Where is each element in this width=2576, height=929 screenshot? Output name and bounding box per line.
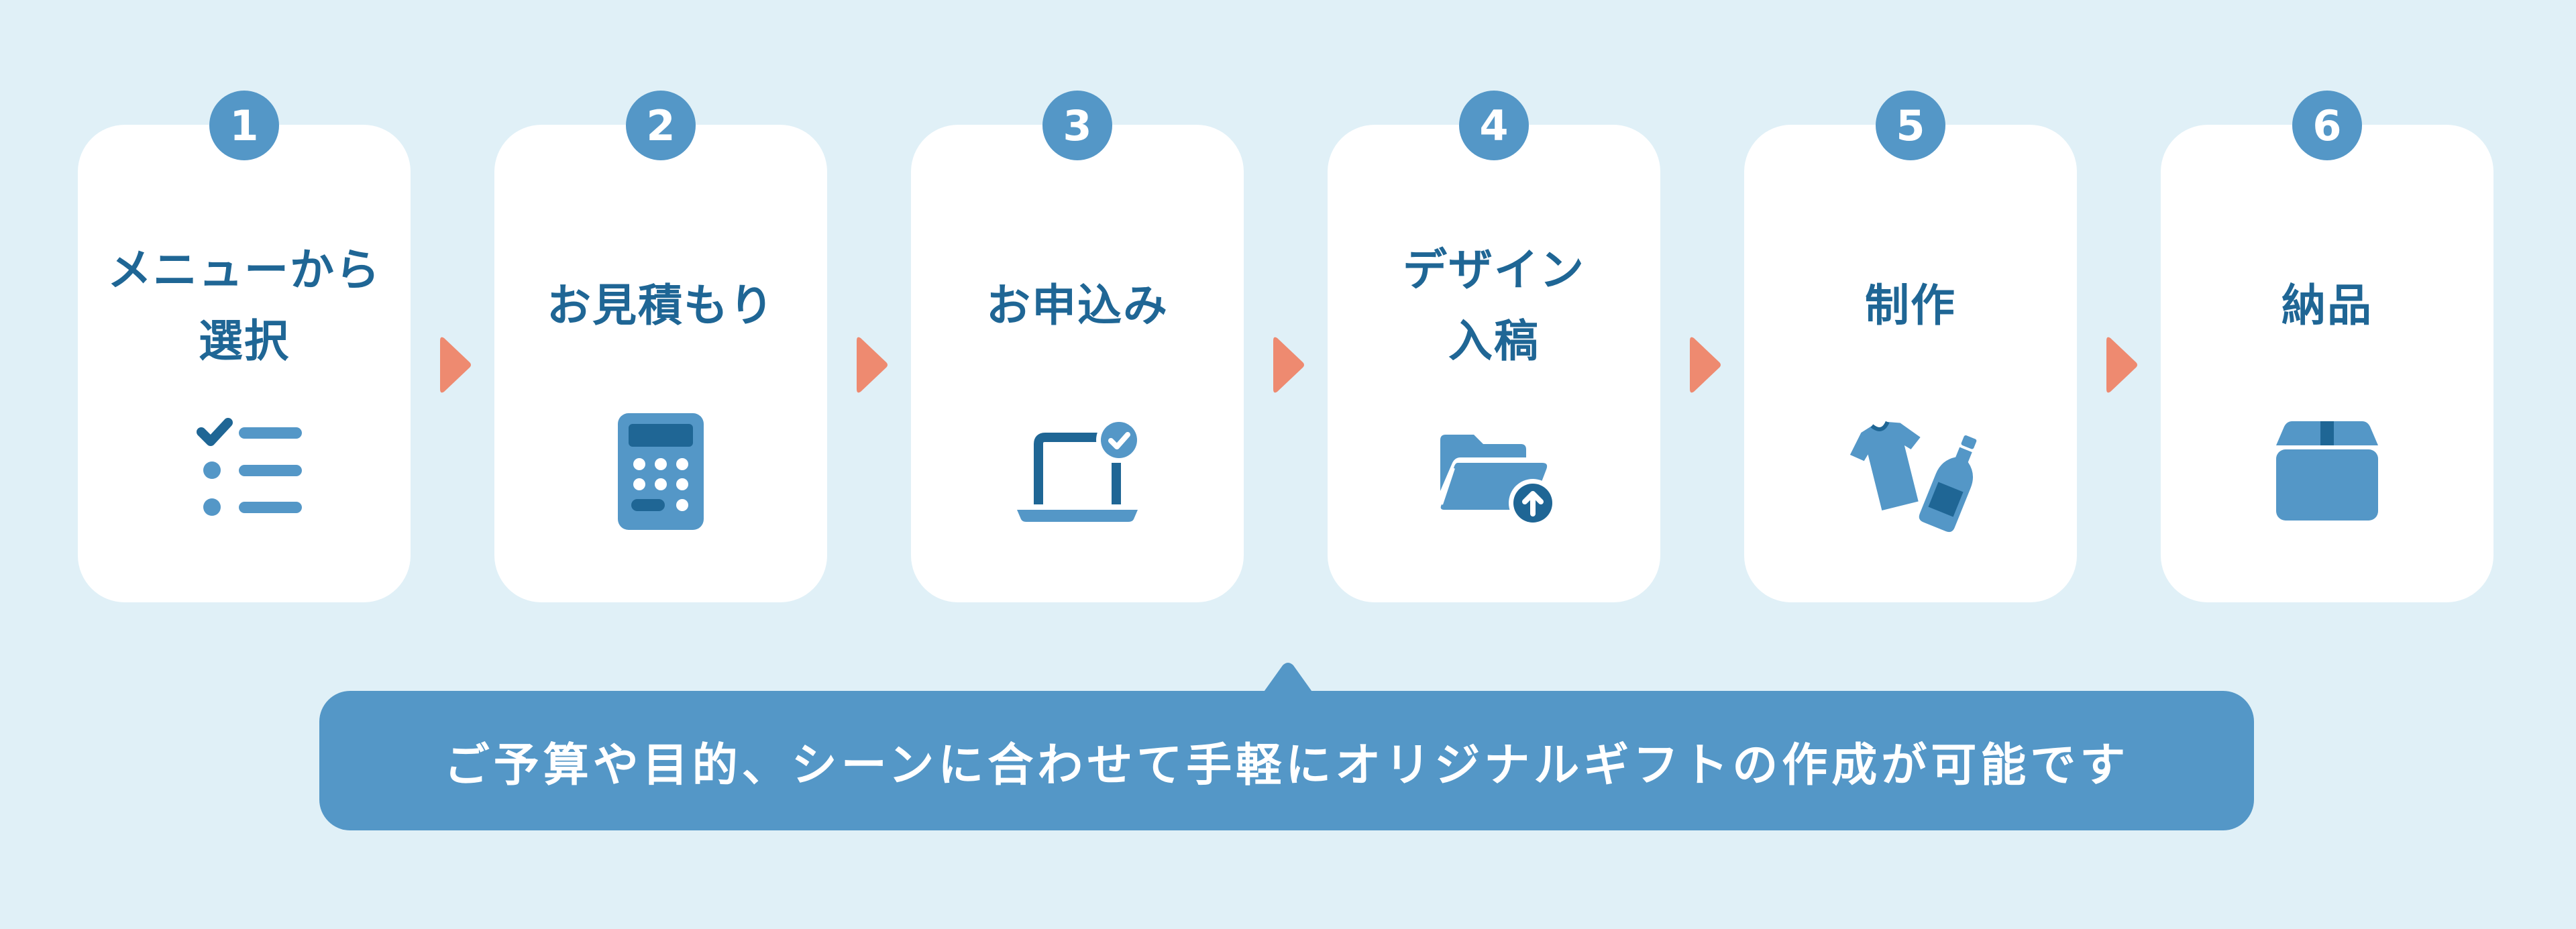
step-title-line: お見積もり xyxy=(547,280,775,331)
arrow-right-icon xyxy=(1271,333,1308,397)
step-card-2: お見積もり xyxy=(494,125,827,602)
step-number-badge: 2 xyxy=(626,91,696,160)
step-number-badge: 1 xyxy=(209,91,279,160)
step-title: デザイン 入稿 xyxy=(1328,232,1660,380)
arrow-right-icon xyxy=(1687,333,1725,397)
arrow-right-icon xyxy=(2104,333,2141,397)
step-title: 納品 xyxy=(2161,232,2493,380)
step-title-line: 制作 xyxy=(1865,280,1956,331)
shirt-bottle-icon xyxy=(1843,413,1978,547)
step-number-badge: 4 xyxy=(1459,91,1529,160)
step-title-line: 納品 xyxy=(2282,280,2373,331)
step-title: お見積もり xyxy=(494,232,827,380)
step-number-badge: 3 xyxy=(1042,91,1112,160)
box-icon xyxy=(2260,413,2394,547)
step-title-line: メニューから xyxy=(107,244,381,296)
step-card-5: 制作 xyxy=(1744,125,2077,602)
checklist-icon xyxy=(177,413,311,547)
step-title-line: 入稿 xyxy=(1448,315,1540,367)
step-card-6: 納品 xyxy=(2161,125,2493,602)
step-card-4: デザイン 入稿 xyxy=(1328,125,1660,602)
banner-text: ご予算や目的、シーンに合わせて手軽にオリジナルギフトの作成が可能です xyxy=(443,739,2130,792)
step-number-badge: 6 xyxy=(2292,91,2362,160)
laptop-check-icon xyxy=(1010,413,1144,547)
step-title: お申込み xyxy=(911,232,1244,380)
step-number-badge: 5 xyxy=(1876,91,1945,160)
step-title-line: デザイン xyxy=(1403,244,1585,296)
calculator-icon xyxy=(594,413,728,547)
arrow-right-icon xyxy=(854,333,892,397)
folder-upload-icon xyxy=(1427,413,1561,547)
step-title-line: 選択 xyxy=(199,315,290,367)
step-card-3: お申込み xyxy=(911,125,1244,602)
banner-pointer xyxy=(1263,660,1313,694)
arrow-right-icon xyxy=(437,333,475,397)
step-card-1: メニューから 選択 xyxy=(78,125,411,602)
step-title-line: お申込み xyxy=(986,280,1169,331)
info-banner: ご予算や目的、シーンに合わせて手軽にオリジナルギフトの作成が可能です xyxy=(319,691,2254,830)
step-title: 制作 xyxy=(1744,232,2077,380)
step-title: メニューから 選択 xyxy=(78,232,411,380)
